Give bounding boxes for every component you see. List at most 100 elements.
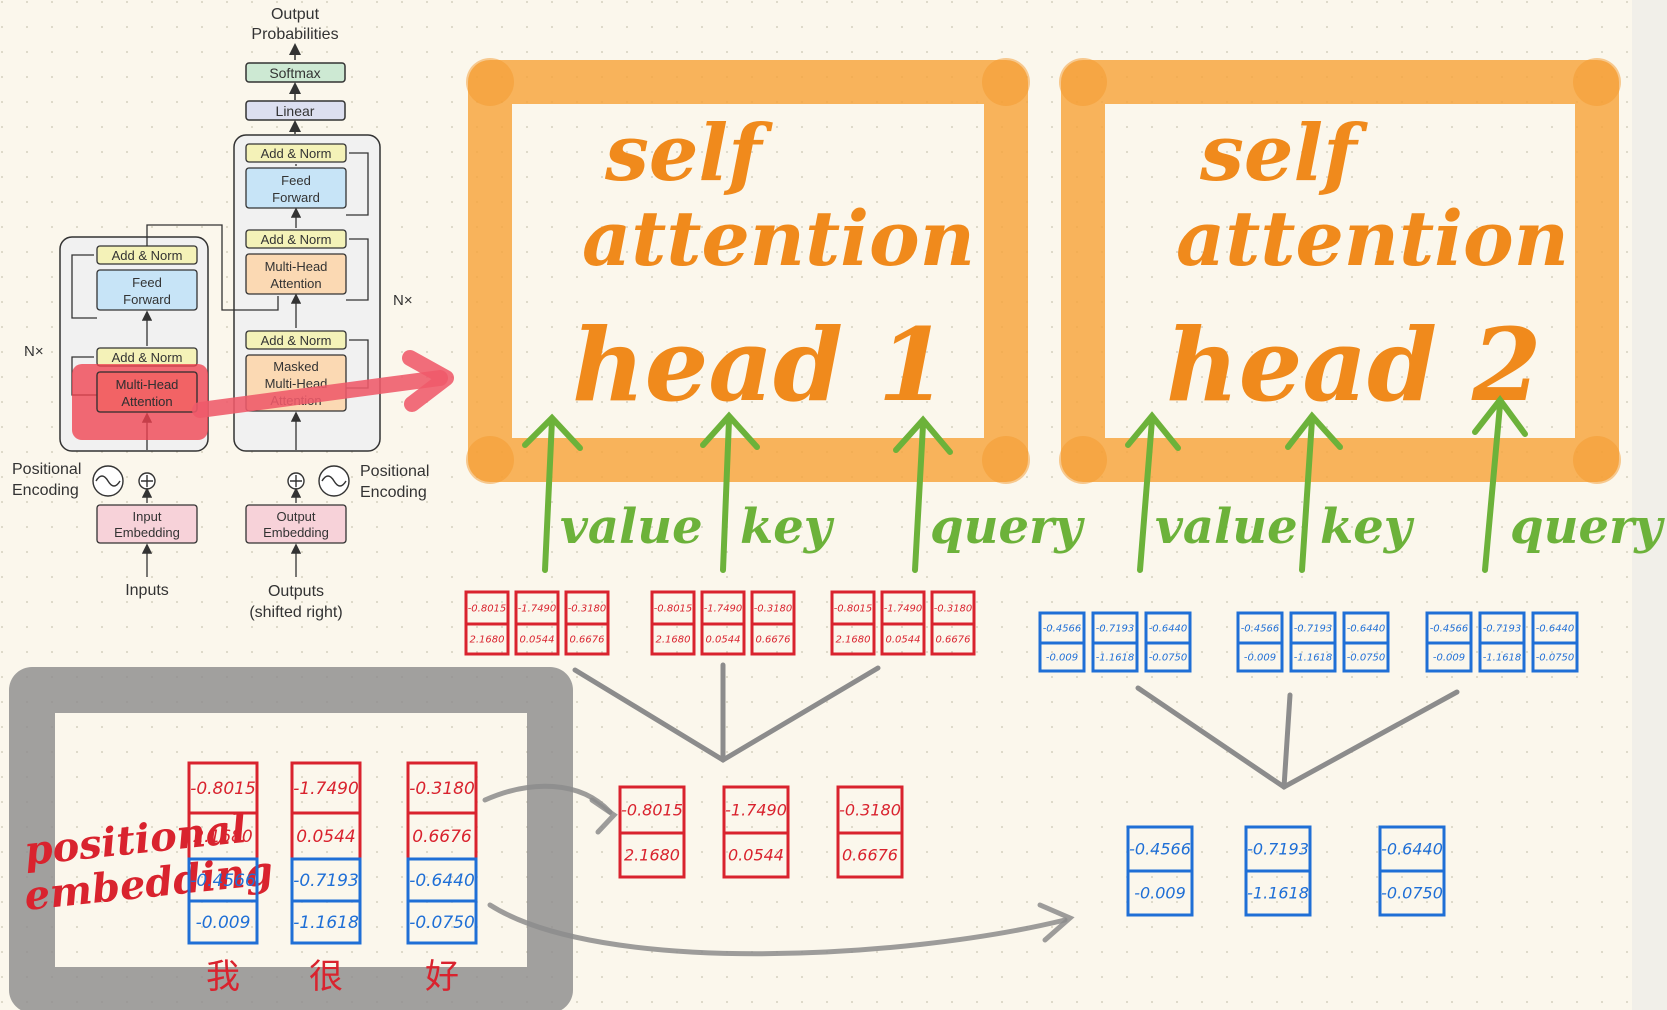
h1-small-bottom-cell	[880, 622, 926, 656]
embed-blue-bottom-value: -1.1618	[293, 913, 359, 933]
h2-small-bottom-value: -1.1618	[1483, 653, 1522, 664]
h1-small-bottom-cell	[930, 622, 976, 656]
h2-small-bottom-value: -0.009	[1046, 653, 1078, 664]
h2-small-top-value: -0.6440	[1347, 624, 1386, 635]
head-1-line3: head 1	[572, 306, 947, 424]
head-1-key-label: key	[740, 499, 835, 555]
embed-blue-bottom-value: -0.009	[196, 913, 251, 933]
h2-small-bottom-value: -1.1618	[1096, 653, 1135, 664]
h1-small-bottom-value: 2.1680	[836, 635, 871, 646]
enc-positional-label-2: Encoding	[12, 482, 79, 499]
dec-positional-label-2: Encoding	[360, 484, 427, 501]
head-2-key-label: key	[1320, 499, 1415, 555]
output-probabilities-line2: Probabilities	[251, 26, 338, 43]
encoder-add-norm-2-label: Add & Norm	[112, 248, 183, 263]
softmax-label: Softmax	[269, 65, 320, 81]
h1-small-bottom-value: 2.1680	[470, 635, 505, 646]
head-2-line3: head 2	[1166, 306, 1541, 424]
split-red-bottom-cell	[618, 831, 686, 879]
h1-small-bottom-value: 0.6676	[936, 635, 971, 646]
decoder-ff-label-2: Forward	[272, 190, 320, 205]
split-red-bottom-cell	[836, 831, 904, 879]
encoder-ff-label-1: Feed	[132, 275, 162, 290]
head-2-input-vectors: -0.4566 -0.009 -0.7193 -1.1618 -0.6440 -0.075…	[1038, 611, 1579, 673]
head-2-query-label: query	[1510, 499, 1665, 555]
split-blue-bottom-cell	[1378, 869, 1446, 917]
h1-small-top-value: -0.8015	[468, 604, 507, 615]
h2-small-bottom-cell	[1425, 641, 1473, 673]
embed-blue-top-value: -0.4566	[190, 871, 256, 891]
embed-blue-bottom-value: -0.0750	[409, 913, 475, 933]
decoder-add-norm-3-label: Add & Norm	[261, 146, 332, 161]
embed-red-bottom-value: 0.6676	[412, 827, 472, 847]
h2-small-top-value: -0.6440	[1536, 624, 1575, 635]
decoder-add-norm-3	[245, 143, 347, 163]
split-blue-bottom-value: -1.1618	[1247, 884, 1309, 903]
h1-small-bottom-cell	[830, 622, 876, 656]
embedding-frame	[9, 667, 573, 1010]
h1-small-top-value: -1.7490	[884, 604, 923, 615]
head-1-split-lines	[572, 662, 881, 763]
input-embedding-label-1: Input	[133, 509, 162, 524]
decoder-mha-label-1: Multi-Head	[265, 259, 328, 274]
h2-small-bottom-value: -0.009	[1433, 653, 1465, 664]
split-blue-bottom-value: -0.009	[1134, 884, 1186, 903]
dec-positional-label-1: Positional	[360, 463, 429, 480]
outputs-label-2: (shifted right)	[249, 604, 342, 621]
split-blue-bottom-value: -0.0750	[1381, 884, 1443, 903]
decoder-ff-label-1: Feed	[281, 173, 311, 188]
h1-small-bottom-value: 2.1680	[656, 635, 691, 646]
split-red-bottom-cell	[722, 831, 790, 879]
split-red-bottom-value: 0.0544	[728, 846, 784, 865]
outputs-label-1: Outputs	[268, 583, 324, 600]
split-blue-bottom-cell	[1244, 869, 1312, 917]
h1-small-top-value: -0.3180	[754, 604, 793, 615]
embed-red-top-value: -0.8015	[190, 779, 256, 799]
output-embedding-label-2: Embedding	[263, 525, 329, 540]
head-2-split-vectors: -0.4566-0.009-0.7193-1.1618-0.6440-0.075…	[1126, 825, 1446, 917]
split-red-top-value: -1.7490	[725, 801, 787, 820]
h2-small-top-value: -0.6440	[1149, 624, 1188, 635]
embed-blue-bottom-cell	[406, 899, 478, 945]
right-margin	[1632, 0, 1667, 1010]
split-blue-bottom-cell	[1126, 869, 1194, 917]
head-2-line1: self	[1199, 108, 1368, 199]
embed-blue-top-value: -0.7193	[293, 871, 359, 891]
head-1-query-label: query	[930, 499, 1085, 555]
head-2-frame	[1059, 58, 1621, 484]
highlighted-mha-label-1: Multi-Head	[116, 377, 179, 392]
h2-small-bottom-value: -0.0750	[1149, 653, 1188, 664]
h1-small-top-value: -0.3180	[934, 604, 973, 615]
h2-small-top-value: -0.7193	[1483, 624, 1522, 635]
h1-small-bottom-value: 0.0544	[886, 635, 921, 646]
head-1-line1: self	[604, 108, 773, 199]
output-probabilities-line1: Output	[271, 6, 320, 23]
h1-small-bottom-value: 0.6676	[570, 635, 605, 646]
input-embedding-box	[96, 504, 198, 544]
split-red-bottom-value: 2.1680	[624, 846, 680, 865]
h2-small-bottom-cell	[1531, 641, 1579, 673]
token-label: 我	[206, 957, 240, 997]
enc-positional-label-1: Positional	[12, 461, 81, 478]
embed-blue-top-value: -0.6440	[409, 871, 475, 891]
h2-small-bottom-cell	[1342, 641, 1390, 673]
head-1-value-label: value	[560, 499, 703, 555]
h1-small-bottom-cell	[700, 622, 746, 656]
head-1-frame	[466, 58, 1030, 484]
h1-small-bottom-cell	[464, 622, 510, 656]
decoder-add-norm-1	[245, 330, 347, 350]
split-red-top-value: -0.8015	[621, 801, 683, 820]
h1-small-bottom-cell	[514, 622, 560, 656]
h1-small-bottom-value: 0.0544	[520, 635, 555, 646]
pointer-arrow	[192, 370, 448, 418]
h2-small-top-value: -0.4566	[1430, 624, 1469, 635]
decoder-add-norm-2	[245, 229, 347, 249]
embed-blue-bottom-cell	[290, 899, 362, 945]
highlighted-attention-box	[72, 364, 208, 440]
encoder-ff-label-2: Forward	[123, 292, 171, 307]
encoder-feed-forward	[96, 269, 198, 311]
h2-small-top-value: -0.4566	[1043, 624, 1082, 635]
h2-small-top-value: -0.7193	[1096, 624, 1135, 635]
